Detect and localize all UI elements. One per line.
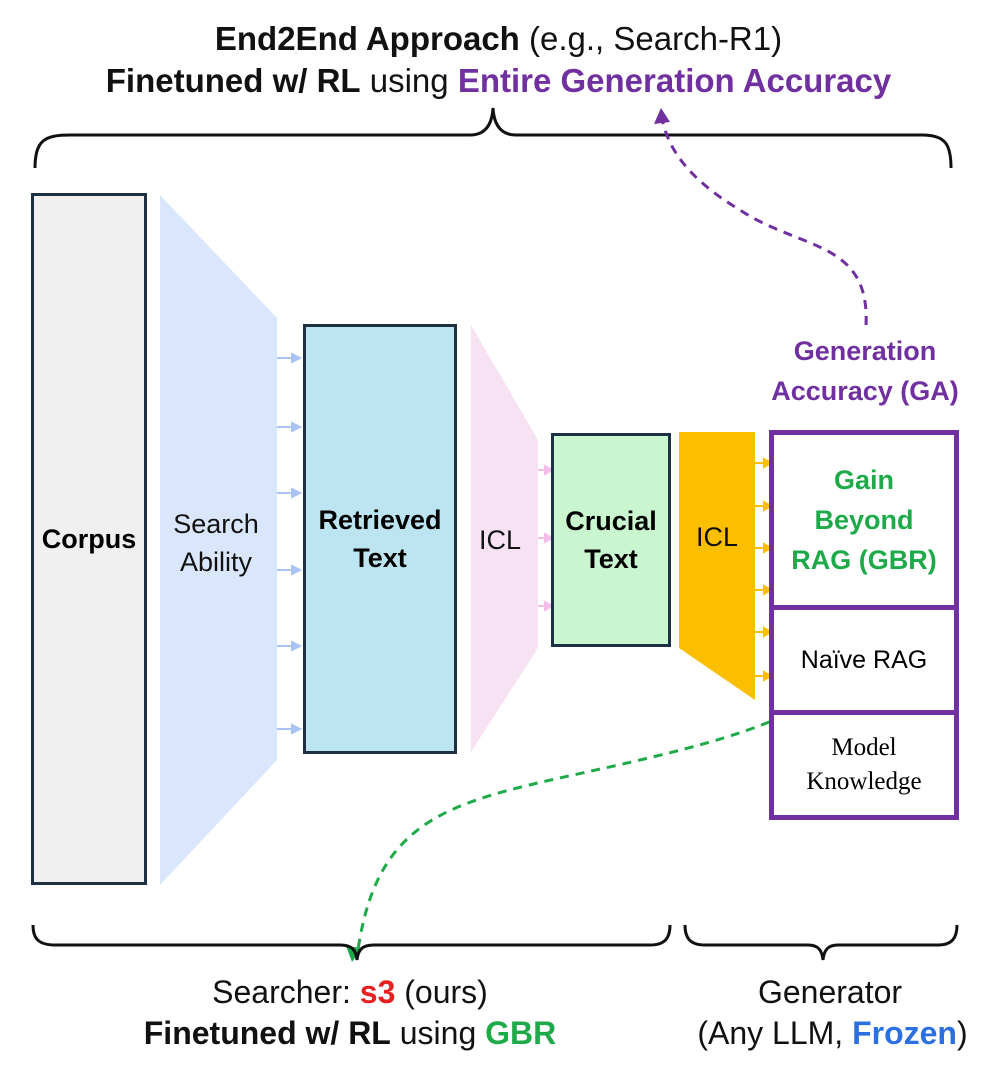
ga-label: Generation Accuracy (GA) xyxy=(745,331,985,411)
gbr-line2: Beyond xyxy=(814,505,914,535)
generator-line2-suffix: ) xyxy=(956,1015,968,1051)
searcher-caption-line2: Finetuned w/ RL using GBR xyxy=(40,1015,660,1052)
search-ability-shape xyxy=(160,195,277,885)
top-line2-mid: using xyxy=(369,62,449,99)
s3-name: s3 xyxy=(359,974,396,1010)
icl-2-label: ICL xyxy=(695,522,739,552)
retrieved-line1: Retrieved xyxy=(318,505,442,535)
gbr-cell: Gain Beyond RAG (GBR) xyxy=(774,435,954,605)
gbr-line1: Gain xyxy=(833,465,894,495)
bottom-left-brace xyxy=(31,924,672,961)
gbr-arrowhead xyxy=(346,946,362,962)
ga-line2: Accuracy (GA) xyxy=(771,376,959,406)
gbr-divider xyxy=(774,605,954,610)
ga-to-top-curve xyxy=(660,117,868,326)
top-line2-accent: Entire Generation Accuracy xyxy=(457,62,892,99)
icl-1-shape xyxy=(471,325,538,752)
search-ability-line1: Search xyxy=(173,509,259,539)
generator-box: Gain Beyond RAG (GBR) Naïve RAG Model Kn… xyxy=(769,430,959,820)
generator-line2-prefix: (Any LLM, xyxy=(697,1015,844,1051)
top-line1-rest: (e.g., Search-R1) xyxy=(529,20,783,57)
searcher-prefix: Searcher: xyxy=(212,974,351,1010)
arrows-search-to-retrieved xyxy=(277,352,303,735)
corpus-block: Corpus xyxy=(31,193,147,885)
search-ability-label: Search Ability xyxy=(156,505,276,581)
top-line2-bold: Finetuned w/ RL xyxy=(105,62,361,99)
search-ability-line2: Ability xyxy=(179,547,253,577)
arrows-icl-to-crucial xyxy=(538,464,555,612)
frozen-label: Frozen xyxy=(852,1015,957,1051)
top-headline-line1: End2End Approach (e.g., Search-R1) xyxy=(0,20,997,58)
generator-caption-line2: (Any LLM, Frozen) xyxy=(670,1015,995,1052)
searcher-suffix: (ours) xyxy=(404,974,488,1010)
searcher-line2-bold: Finetuned w/ RL xyxy=(143,1015,391,1051)
model-knowledge-line1: Model xyxy=(831,734,897,761)
ga-line1: Generation xyxy=(793,336,937,366)
arrows-icl-to-generator xyxy=(755,457,774,682)
retrieved-line2: Text xyxy=(353,543,407,573)
searcher-line2-mid: using xyxy=(399,1015,477,1051)
crucial-line2: Text xyxy=(584,544,638,574)
gbr-line3: RAG (GBR) xyxy=(791,545,937,575)
naive-rag-label: Naïve RAG xyxy=(800,645,928,674)
generator-caption-line1: Generator xyxy=(757,974,903,1010)
crucial-text-block: Crucial Text xyxy=(551,433,671,647)
model-knowledge-line2: Knowledge xyxy=(806,768,922,795)
model-knowledge-cell: Model Knowledge xyxy=(774,715,954,815)
icl-1-label: ICL xyxy=(478,525,522,555)
searcher-caption-line1: Searcher: s3 (ours) xyxy=(40,974,660,1011)
retrieved-text-block: Retrieved Text xyxy=(303,324,457,754)
top-headline-line2: Finetuned w/ RL using Entire Generation … xyxy=(0,62,997,100)
naive-divider xyxy=(774,710,954,715)
naive-rag-cell: Naïve RAG xyxy=(774,610,954,710)
top-line1-bold: End2End Approach xyxy=(214,20,520,57)
top-brace xyxy=(33,107,953,169)
corpus-label: Corpus xyxy=(41,523,137,554)
crucial-line1: Crucial xyxy=(565,506,657,536)
ga-arrowhead xyxy=(654,108,670,124)
icl-2-shape xyxy=(679,432,755,700)
bottom-right-brace xyxy=(683,924,959,961)
searcher-line2-accent: GBR xyxy=(485,1015,557,1051)
